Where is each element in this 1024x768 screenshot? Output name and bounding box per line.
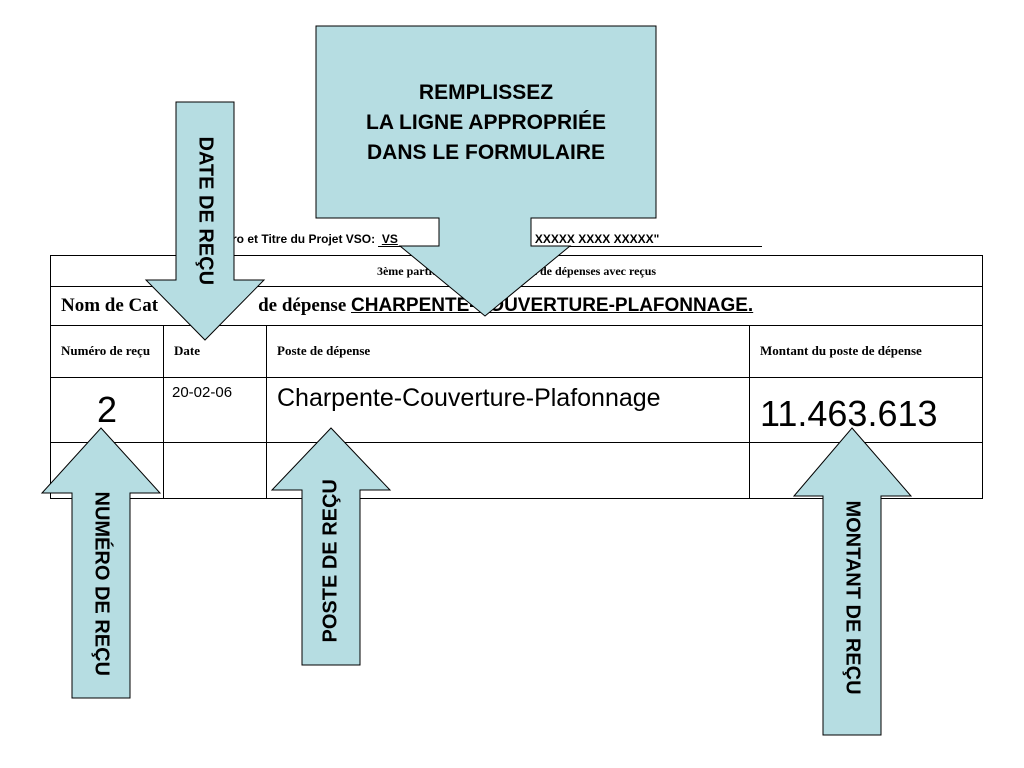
- header-montant: Montant du poste de dépense: [748, 325, 984, 378]
- main-callout-line-1: REMPLISSEZ: [418, 81, 554, 104]
- project-title-value: "XXX XXXXX XXXX XXXXX": [501, 232, 660, 246]
- cell-numero[interactable]: [50, 442, 164, 499]
- header-date: Date: [163, 325, 267, 378]
- cell-montant[interactable]: [748, 442, 984, 499]
- table-part-title-row: 3ème partie : Articles du projet de dépe…: [49, 255, 984, 287]
- table-row: [50, 442, 984, 499]
- project-title-label: ro et Titre du Projet VSO:: [232, 232, 376, 246]
- part-title: 3ème partie : Articles du projet de dépe…: [49, 255, 984, 287]
- date-callout-label: DATE DE REÇU: [194, 136, 217, 286]
- table-row: 2 20-02-06 Charpente-Couverture-Plafonna…: [50, 377, 984, 443]
- main-callout-line-2: LA LIGNE APPROPRIÉE: [366, 111, 606, 134]
- category-label-tail: de dépense: [258, 295, 347, 316]
- main-callout-line-3: DANS LE FORMULAIRE: [367, 141, 605, 164]
- main-callout: REMPLISSEZ LA LIGNE APPROPRIÉE DANS LE F…: [316, 78, 656, 168]
- project-code: VS: [381, 232, 398, 246]
- project-title-line: ro et Titre du Projet VSO: VS "XXX XXXXX…: [232, 232, 762, 247]
- numero-callout-label: NUMÉRO DE REÇU: [90, 491, 113, 676]
- cell-date[interactable]: [163, 442, 267, 499]
- category-row: Nom de Cat de dépense CHARPENTE-COUVERTUR…: [49, 286, 984, 326]
- category-value: CHARPENTE-COUVERTURE-PLAFONNAGE.: [351, 295, 754, 316]
- header-poste: Poste de dépense: [266, 325, 750, 378]
- cell-numero[interactable]: 2: [50, 377, 164, 443]
- header-row: Numéro de reçu Date Poste de dépense Mon…: [50, 325, 984, 378]
- montant-callout-label: MONTANT DE REÇU: [841, 500, 864, 695]
- cell-poste[interactable]: Charpente-Couverture-Plafonnage: [266, 377, 750, 443]
- category-cell: Nom de Cat de dépense CHARPENTE-COUVERTUR…: [49, 286, 984, 326]
- cell-montant[interactable]: 11.463.613: [748, 377, 984, 443]
- cell-date[interactable]: 20-02-06: [163, 377, 267, 443]
- category-label: Nom de Cat: [61, 295, 159, 316]
- poste-callout-label: POSTE DE REÇU: [319, 479, 342, 643]
- expense-table: 3ème partie : Articles du projet de dépe…: [49, 255, 984, 499]
- header-numero: Numéro de reçu: [50, 325, 164, 378]
